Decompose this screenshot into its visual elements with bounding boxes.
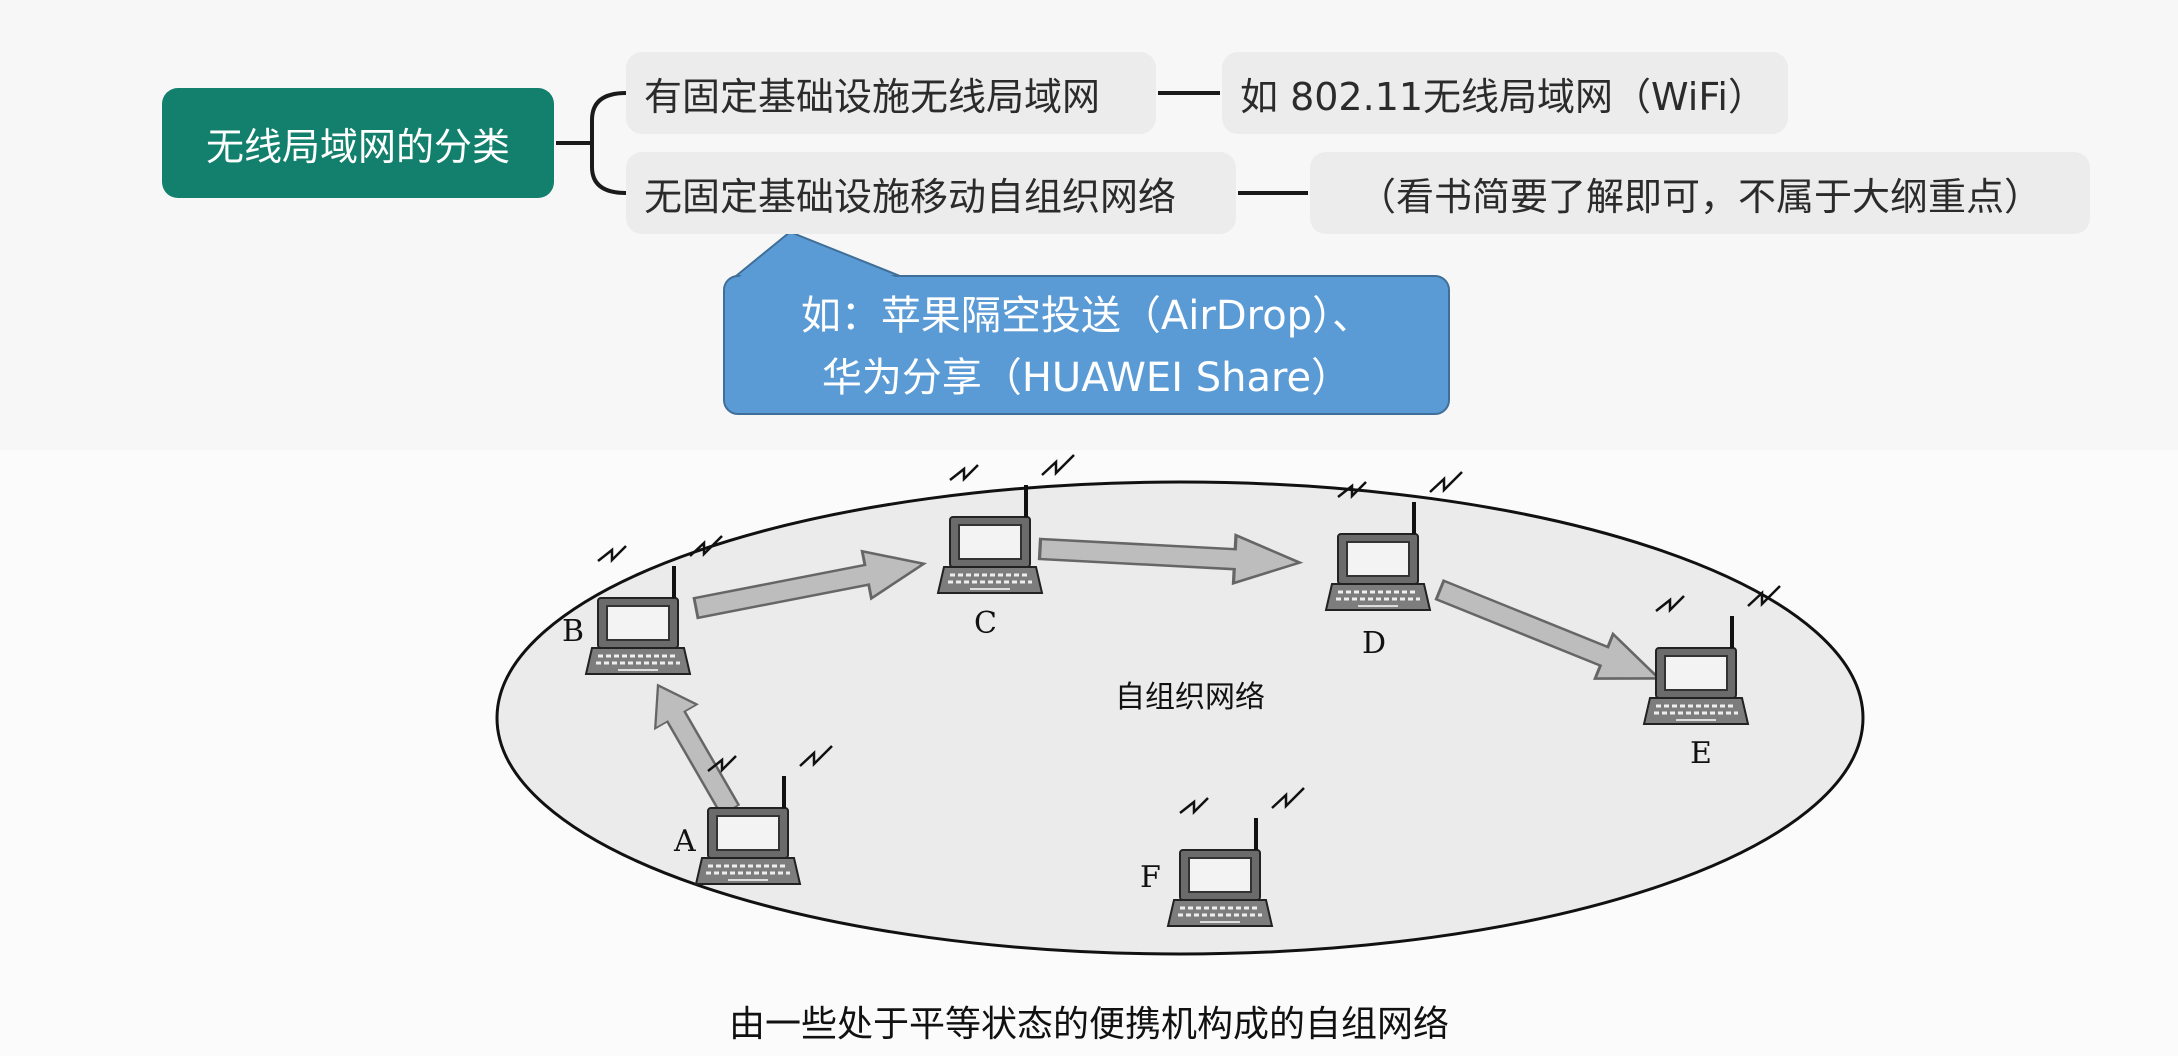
adhoc-network-ellipse bbox=[495, 480, 1865, 956]
ellipse-label: 自组织网络 bbox=[1115, 680, 1265, 715]
node-label-f: F bbox=[1140, 860, 1161, 895]
callout-line-1: 如：苹果隔空投送（AirDrop）、 bbox=[800, 293, 1373, 339]
node-label-e: E bbox=[1690, 736, 1712, 771]
node-label-c: C bbox=[974, 606, 997, 641]
figure-caption: 由一些处于平等状态的便携机构成的自组网络 bbox=[728, 1004, 1449, 1045]
branch-study-note: （看书简要了解即可，不属于大纲重点） bbox=[1310, 152, 2090, 234]
callout-line-2: 华为分享（HUAWEI Share） bbox=[821, 355, 1352, 401]
branch-no-infrastructure: 无固定基础设施移动自组织网络 bbox=[626, 152, 1236, 234]
callout-bubble bbox=[723, 230, 1450, 415]
branch-fixed-infrastructure: 有固定基础设施无线局域网 bbox=[626, 52, 1156, 134]
branch-wifi-example: 如 802.11无线局域网（WiFi） bbox=[1222, 52, 1788, 134]
mindmap-connectors bbox=[556, 91, 1308, 195]
callout-text: 如：苹果隔空投送（AirDrop）、 华为分享（HUAWEI Share） bbox=[724, 280, 1449, 414]
node-label-a: A bbox=[674, 824, 696, 859]
node-label-b: B bbox=[562, 614, 585, 649]
mindmap-root: 无线局域网的分类 bbox=[162, 88, 554, 198]
node-label-d: D bbox=[1362, 626, 1387, 661]
